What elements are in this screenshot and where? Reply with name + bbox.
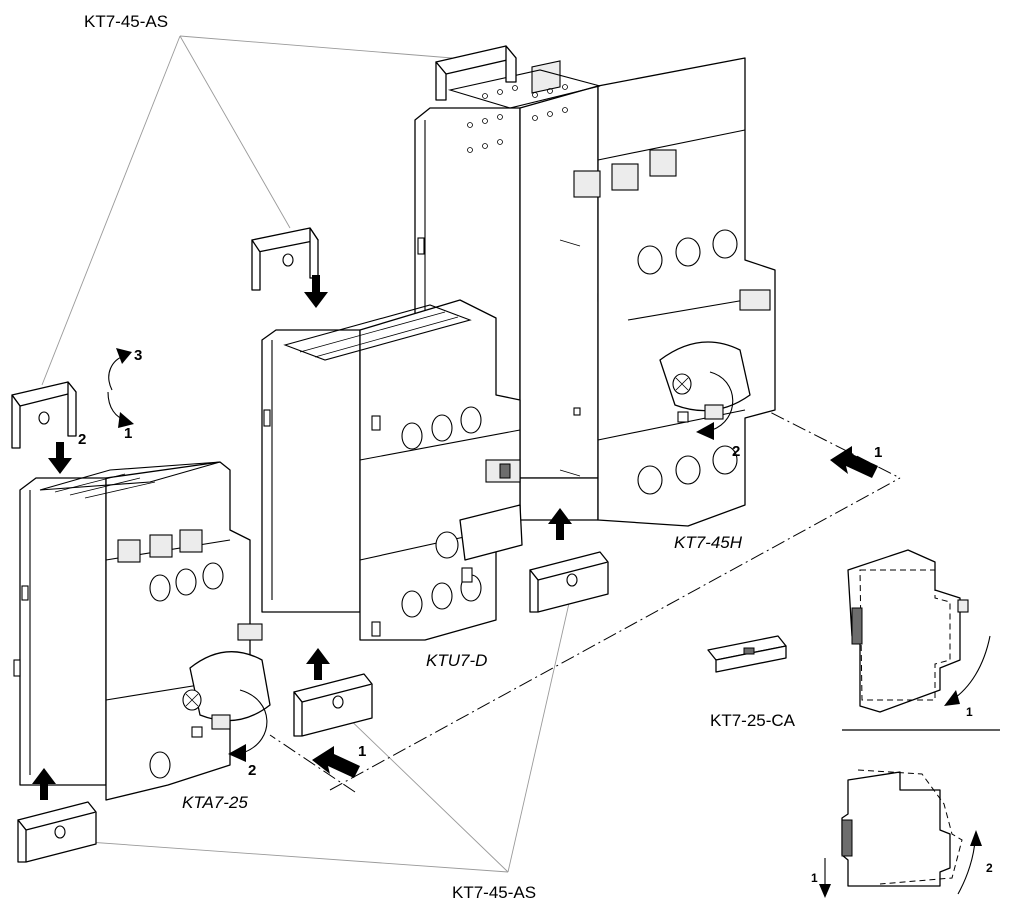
- accessory-clip-lower-left: [17, 768, 97, 863]
- din-rail-line: [269, 401, 901, 793]
- step-number-2-inset: 2: [986, 861, 993, 875]
- step-number-1-inset: 1: [966, 705, 973, 719]
- accessory-clip-middle: [293, 648, 373, 737]
- label-model-ktu7-d: KTU7-D: [426, 651, 487, 670]
- step-number-3: 3: [134, 347, 142, 364]
- label-kt7-45-as-top: KT7-45-AS: [84, 12, 168, 31]
- busbar-cover-kt7-25-ca: [707, 635, 787, 673]
- label-model-kta7-25: KTA7-25: [182, 793, 248, 812]
- unit-ktu7-d: [251, 227, 523, 641]
- unit-kta7-25: [11, 348, 271, 801]
- label-kt7-25-ca: KT7-25-CA: [710, 711, 796, 730]
- step-number-2-small-knob: 2: [248, 762, 256, 779]
- step-number-2-press: 2: [78, 431, 86, 448]
- step-number-1-right: 1: [874, 444, 882, 461]
- step-number-1-left: 1: [358, 743, 366, 760]
- push-arrow-right: [830, 446, 878, 478]
- step-number-1-inset-down: 1: [811, 871, 818, 885]
- inset-mount-diagram: [819, 549, 1000, 898]
- step-number-1-rotate: 1: [124, 425, 132, 442]
- label-model-kt7-45h: KT7-45H: [674, 533, 743, 552]
- accessory-clip-right: [529, 508, 609, 613]
- label-kt7-45-as-bottom: KT7-45-AS: [452, 883, 536, 902]
- push-arrow-left: [312, 746, 360, 778]
- step-number-2-large-knob: 2: [732, 443, 740, 460]
- leader-lines: [41, 35, 573, 873]
